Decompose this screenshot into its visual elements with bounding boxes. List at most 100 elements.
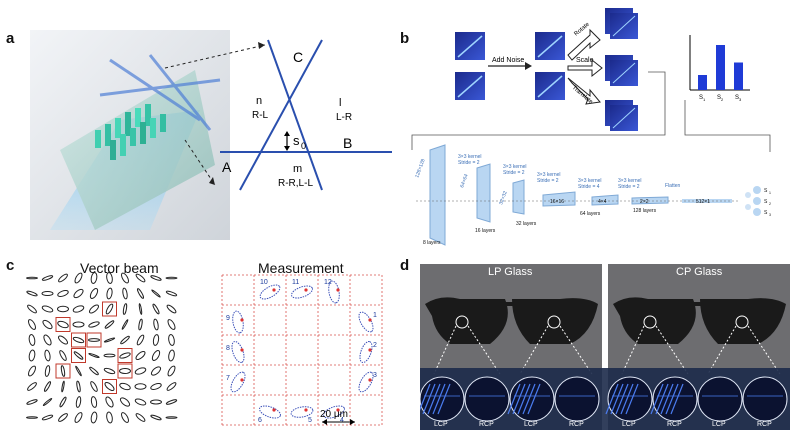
metasurface-glass: [60, 70, 215, 230]
polarization-ellipse: [119, 397, 131, 407]
lens-label: RCP: [569, 421, 584, 428]
polarization-ellipse: [104, 320, 115, 329]
cp-right-marker: [735, 315, 749, 329]
cnn-flatten: Flatten: [665, 183, 681, 189]
polarization-ellipse: [103, 337, 116, 343]
polarization-ellipse: [152, 334, 160, 346]
pattern-line: [512, 383, 526, 415]
polarization-ellipse: [119, 368, 131, 374]
pattern-line: [437, 383, 451, 415]
handedness-marker: [368, 348, 372, 352]
pattern-line: [615, 383, 629, 415]
cnn-s5: 2×2: [640, 199, 649, 205]
polarization-ellipse: [42, 397, 53, 407]
measured-ellipse: [230, 371, 246, 393]
polarization-ellipse: [106, 287, 113, 300]
polarization-ellipse: [137, 288, 144, 299]
polarization-ellipse: [152, 303, 160, 315]
cell-number: 7: [226, 375, 230, 382]
polarization-ellipse: [76, 380, 81, 393]
polarization-ellipse: [134, 398, 147, 406]
handedness-marker: [240, 348, 244, 352]
polarization-ellipse: [150, 414, 162, 421]
polarization-ellipse: [121, 272, 129, 284]
polarization-ellipse: [59, 350, 67, 361]
polarization-ellipse: [90, 381, 98, 392]
pattern-line: [650, 383, 664, 415]
polarization-ellipse: [41, 290, 54, 297]
cell-number: 2: [373, 342, 377, 349]
polarization-ellipse: [28, 365, 36, 377]
panel-label-b: b: [400, 30, 410, 47]
highlight-box: [102, 301, 117, 317]
scale-label: Scale: [576, 57, 594, 64]
offset-sub: 0: [301, 141, 306, 151]
cnn-st3: Stride = 2: [537, 178, 559, 184]
polarization-ellipse: [165, 276, 178, 280]
polarization-ellipse: [26, 416, 38, 419]
pattern-line: [427, 383, 441, 415]
handedness-marker: [368, 378, 372, 382]
polarization-ellipse: [167, 319, 176, 330]
measured-ellipse: [291, 285, 313, 299]
polarization-ellipse: [165, 290, 178, 297]
bar-s3: [734, 62, 743, 90]
out-s1-sub: 1: [769, 191, 771, 195]
out-s3: S: [764, 210, 768, 216]
polarization-ellipse: [120, 335, 130, 345]
cnn-st2: Stride = 2: [503, 170, 525, 176]
polarization-ellipse: [72, 336, 85, 344]
side-m-label: m: [293, 163, 302, 175]
bar-label-sub-s3: 3: [739, 97, 742, 102]
polarization-ellipse: [28, 319, 36, 330]
measured-ellipse: [231, 341, 245, 363]
cnn-s1: 64×64: [459, 173, 470, 188]
highlight-box: [55, 363, 71, 379]
polarization-ellipse: [151, 289, 161, 298]
handedness-marker: [368, 318, 372, 322]
polarization-ellipse: [60, 365, 66, 377]
polarization-ellipse: [136, 334, 145, 346]
lens-closeup: [697, 376, 743, 422]
polarization-ellipse: [138, 303, 143, 315]
handedness-marker: [304, 408, 308, 412]
polarization-ellipse: [150, 383, 162, 390]
polarization-ellipse: [72, 321, 85, 328]
polarization-ellipse: [41, 275, 54, 281]
highlight-box: [71, 348, 86, 363]
polarization-ellipse: [57, 305, 69, 313]
pattern-line: [610, 383, 624, 415]
nano-pillars: [95, 104, 166, 160]
polarization-ellipse: [105, 396, 114, 408]
polarization-ellipse: [26, 399, 38, 405]
polarization-ellipse: [153, 318, 159, 331]
projected-lines: [99, 54, 221, 131]
highlight-box: [71, 332, 86, 348]
cell-number: 9: [226, 315, 230, 322]
polarization-ellipse: [150, 366, 162, 376]
polarization-ellipse: [59, 396, 67, 408]
polarization-ellipse: [166, 382, 177, 391]
pattern-line: [507, 383, 521, 415]
lens-closeup: [554, 376, 600, 422]
polarization-ellipse: [74, 272, 83, 284]
pattern-line: [605, 383, 619, 415]
polarization-ellipse: [57, 320, 69, 329]
polarization-ellipse: [42, 319, 53, 330]
cnn-l4: 64 layers: [580, 211, 601, 217]
measured-ellipse: [323, 405, 345, 419]
vertex-a-label: A: [222, 159, 232, 175]
cnn-l2: 16 layers: [475, 228, 496, 234]
polarization-ellipse: [61, 380, 65, 393]
cnn-fc: 512×1: [696, 199, 710, 205]
out-s3-sub: 3: [769, 213, 771, 217]
bar-label-sub-s2: 2: [721, 97, 724, 102]
polarization-ellipse: [166, 304, 177, 314]
polarization-ellipse: [103, 367, 116, 375]
polarization-ellipse: [88, 338, 100, 342]
pattern-line: [517, 383, 531, 415]
polarization-ellipse: [151, 350, 161, 361]
polarization-ellipse: [168, 349, 175, 362]
pattern-line: [620, 383, 634, 415]
polarization-ellipse: [58, 413, 68, 422]
